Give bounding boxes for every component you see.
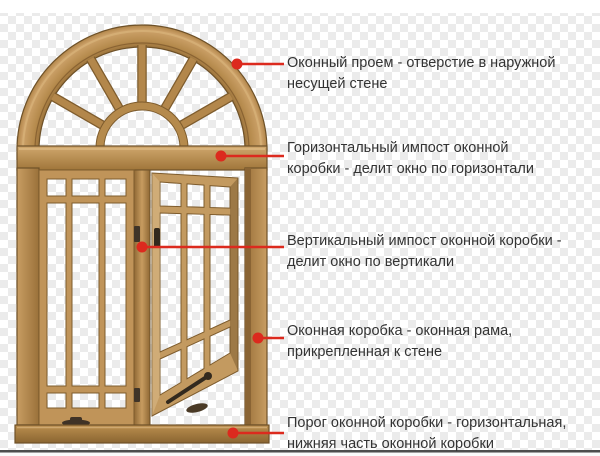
fan-spoke <box>174 93 233 132</box>
bottom-rule <box>0 450 600 453</box>
window-sill <box>14 424 270 444</box>
frame-right-inner-face <box>245 168 251 425</box>
callout-dot-4 <box>252 332 264 344</box>
stay-arm-hardware <box>166 372 212 413</box>
callout-1 <box>231 58 284 70</box>
hinge-icon <box>134 226 140 242</box>
top-white-band <box>0 0 600 13</box>
arch-molding-inner <box>34 42 250 151</box>
horizontal-impost <box>16 145 268 171</box>
hinge-icon <box>134 388 140 402</box>
callout-3 <box>136 241 284 253</box>
arch-molding-outer <box>22 30 262 151</box>
callout-5 <box>227 427 284 439</box>
right-sash-edge-light <box>152 173 160 416</box>
hinges <box>134 226 140 402</box>
frame-right <box>244 167 268 426</box>
left-sash <box>38 169 135 427</box>
fan-spoke <box>158 57 197 116</box>
frame-left <box>16 167 40 426</box>
fan-spoke <box>87 57 126 116</box>
fan-spoke <box>51 93 110 132</box>
callouts <box>136 58 284 439</box>
fan-half-ring <box>95 101 189 149</box>
callout-4 <box>252 332 284 344</box>
right-sash-edge-shade <box>230 178 238 371</box>
callout-dot-1 <box>231 58 243 70</box>
right-sash-handle <box>154 228 160 248</box>
callout-dot-2 <box>215 150 227 162</box>
right-sash-open <box>151 172 239 417</box>
bottom-white-band <box>0 452 600 456</box>
fanlight-muntins <box>50 45 234 149</box>
callout-dot-5 <box>227 427 239 439</box>
vertical-impost <box>133 169 151 426</box>
callout-dot-3 <box>136 241 148 253</box>
callout-2 <box>215 150 284 162</box>
